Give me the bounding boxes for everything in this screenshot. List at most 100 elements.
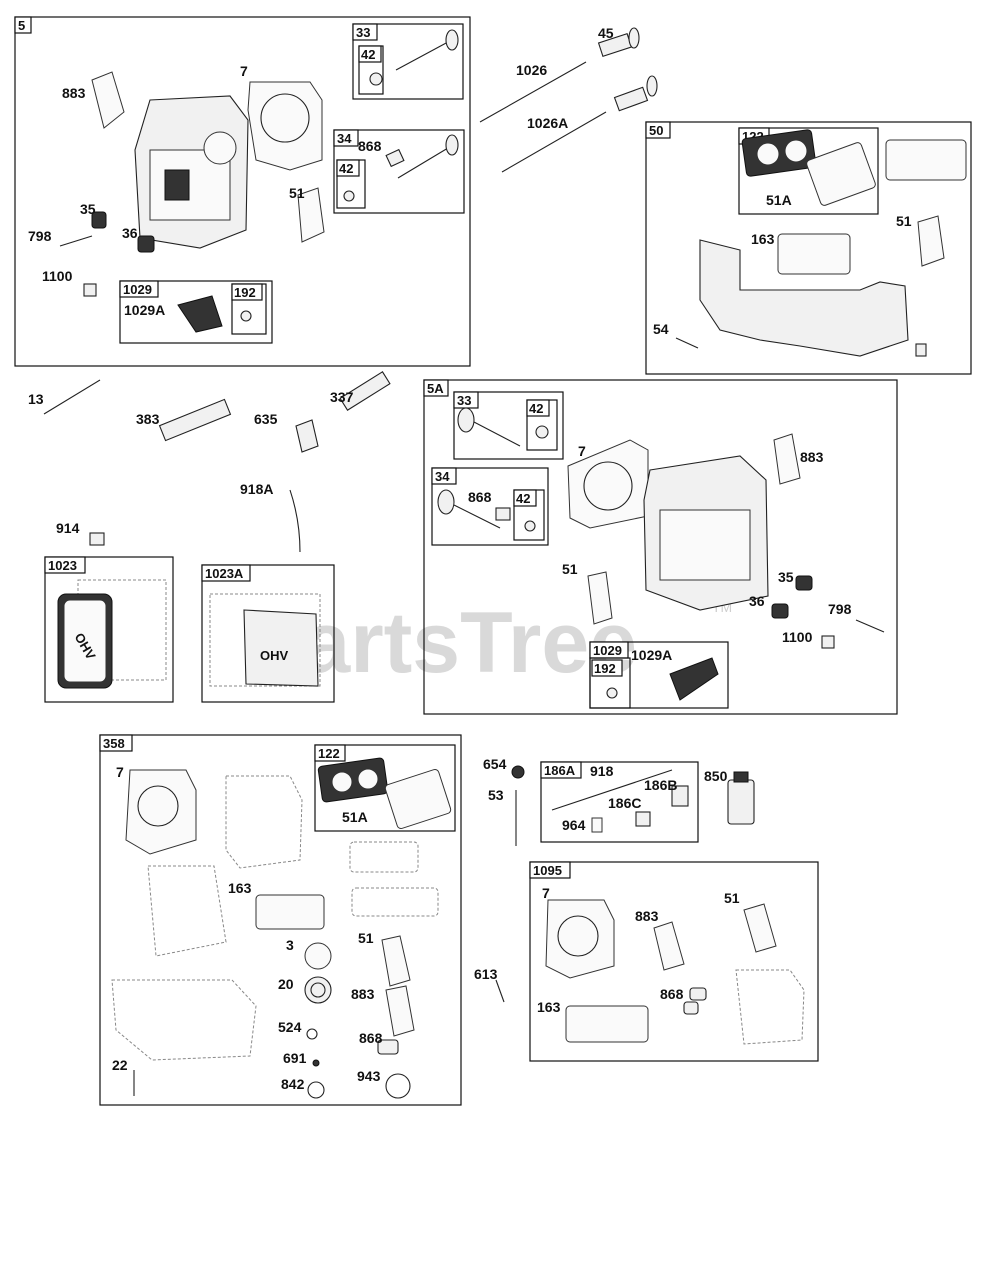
label-51: 51 xyxy=(289,185,305,201)
assembly-1023A[interactable]: 1023A OHV xyxy=(201,564,335,703)
assembly-358[interactable]: 358 122 51A 7 163 3 20 xyxy=(99,734,462,1106)
label-7: 7 xyxy=(240,63,248,79)
sub-42-tag-b: 42 xyxy=(339,161,353,176)
label-918: 918 xyxy=(590,763,614,779)
label-358-51: 51 xyxy=(358,930,374,946)
exhaust-gasket xyxy=(91,71,125,129)
label-5A-868: 868 xyxy=(468,489,492,505)
head-gasket xyxy=(247,81,323,171)
assembly-50-sub-122[interactable]: 122 51A xyxy=(738,127,879,215)
label-850: 850 xyxy=(704,768,728,784)
assembly-186A[interactable]: 186A 918 186B 186C 964 xyxy=(540,761,699,843)
label-635: 635 xyxy=(254,411,278,427)
label-5A-36: 36 xyxy=(749,593,765,609)
assembly-5A-sub-1029[interactable]: 1029 192 1029A xyxy=(589,641,729,709)
label-1095-7: 7 xyxy=(542,885,550,901)
sub-42-tag: 42 xyxy=(361,47,375,62)
label-163: 163 xyxy=(751,231,775,247)
label-5A-7: 7 xyxy=(578,443,586,459)
sub-5A-42-tag: 42 xyxy=(529,401,543,416)
label-1026: 1026 xyxy=(516,62,547,78)
exhaust-manifold xyxy=(699,239,909,357)
label-337: 337 xyxy=(330,389,354,405)
valve-seal xyxy=(369,72,383,86)
label-358-3: 3 xyxy=(286,937,294,953)
label-54: 54 xyxy=(653,321,669,337)
assembly-358-tag: 358 xyxy=(103,736,125,751)
label-358-524: 524 xyxy=(278,1019,302,1035)
assembly-186A-tag: 186A xyxy=(544,763,576,778)
label-883: 883 xyxy=(62,85,86,101)
label-358-842: 842 xyxy=(281,1076,305,1092)
rocker-arm xyxy=(177,295,223,333)
manifold-gasket xyxy=(885,139,967,181)
label-5A-798: 798 xyxy=(828,601,852,617)
label-5A-1100: 1100 xyxy=(782,629,813,645)
assembly-1023[interactable]: 1023 OHV xyxy=(44,556,174,703)
assembly-5-sub-33[interactable]: 33 42 xyxy=(352,23,464,100)
loose-parts-right: 654 53 850 613 xyxy=(474,756,755,1003)
sub-358-122-tag: 122 xyxy=(318,746,340,761)
label-1026A: 1026A xyxy=(527,115,568,131)
gasket-163 xyxy=(777,233,851,275)
sub-5A-192-tag: 192 xyxy=(594,661,616,676)
label-45: 45 xyxy=(598,25,614,41)
assembly-50-tag: 50 xyxy=(649,123,663,138)
assembly-50[interactable]: 50 122 51A 51 163 54 xyxy=(645,121,972,375)
loose-parts-row: 13 383 635 337 918A 914 xyxy=(28,371,391,553)
label-964: 964 xyxy=(562,817,586,833)
sub-1029-tag: 1029 xyxy=(123,282,152,297)
label-53: 53 xyxy=(488,787,504,803)
label-51-b: 51 xyxy=(896,213,912,229)
label-868: 868 xyxy=(358,138,382,154)
sub-5A-42-tag-b: 42 xyxy=(516,491,530,506)
label-5A-35: 35 xyxy=(778,569,794,585)
label-358-163: 163 xyxy=(228,880,252,896)
assembly-5A[interactable]: 5A 33 42 34 42 868 xyxy=(423,379,898,715)
pushrods-group: 45 1026 1026A xyxy=(479,25,658,173)
assembly-5A-sub-33[interactable]: 33 42 xyxy=(453,391,564,460)
label-35: 35 xyxy=(80,201,96,217)
assembly-5-sub-34[interactable]: 34 42 868 xyxy=(333,129,465,214)
label-358-883: 883 xyxy=(351,986,375,1002)
label-5A-1029A: 1029A xyxy=(631,647,672,663)
label-358-868: 868 xyxy=(359,1030,383,1046)
label-186C: 186C xyxy=(608,795,641,811)
sub-34-tag: 34 xyxy=(337,131,352,146)
assembly-5-tag: 5 xyxy=(18,18,25,33)
intake-valve xyxy=(445,134,459,156)
label-36: 36 xyxy=(122,225,138,241)
label-613: 613 xyxy=(474,966,498,982)
label-1095-868: 868 xyxy=(660,986,684,1002)
label-1100: 1100 xyxy=(42,268,73,284)
assembly-5A-sub-34[interactable]: 34 42 868 xyxy=(431,467,549,546)
label-1095-883: 883 xyxy=(635,908,659,924)
cylinder-head xyxy=(134,95,249,249)
label-358-7: 7 xyxy=(116,764,124,780)
assembly-5-sub-1029[interactable]: 1029 1029A 192 xyxy=(119,280,273,344)
cover-text-1023A: OHV xyxy=(260,648,289,663)
label-13: 13 xyxy=(28,391,44,407)
assembly-1023-tag: 1023 xyxy=(48,558,77,573)
assembly-1023A-tag: 1023A xyxy=(205,566,244,581)
assembly-5A-tag: 5A xyxy=(427,381,444,396)
exhaust-valve xyxy=(445,29,459,51)
label-358-20: 20 xyxy=(278,976,294,992)
label-186B: 186B xyxy=(644,777,677,793)
label-358-22: 22 xyxy=(112,1057,128,1073)
label-358-943: 943 xyxy=(357,1068,381,1084)
label-51A: 51A xyxy=(766,192,792,208)
label-1095-51: 51 xyxy=(724,890,740,906)
assembly-1095-tag: 1095 xyxy=(533,863,562,878)
assembly-5[interactable]: 5 33 42 34 42 868 xyxy=(14,16,471,367)
sub-5A-1029-tag: 1029 xyxy=(593,643,622,658)
assembly-358-sub-122[interactable]: 122 51A xyxy=(314,744,456,832)
label-654: 654 xyxy=(483,756,507,772)
label-1029A: 1029A xyxy=(124,302,165,318)
label-798: 798 xyxy=(28,228,52,244)
assembly-1095[interactable]: 1095 7 883 51 868 163 xyxy=(529,861,819,1062)
intake-gasket xyxy=(297,187,325,243)
label-383: 383 xyxy=(136,411,160,427)
sub-192-tag: 192 xyxy=(234,285,256,300)
